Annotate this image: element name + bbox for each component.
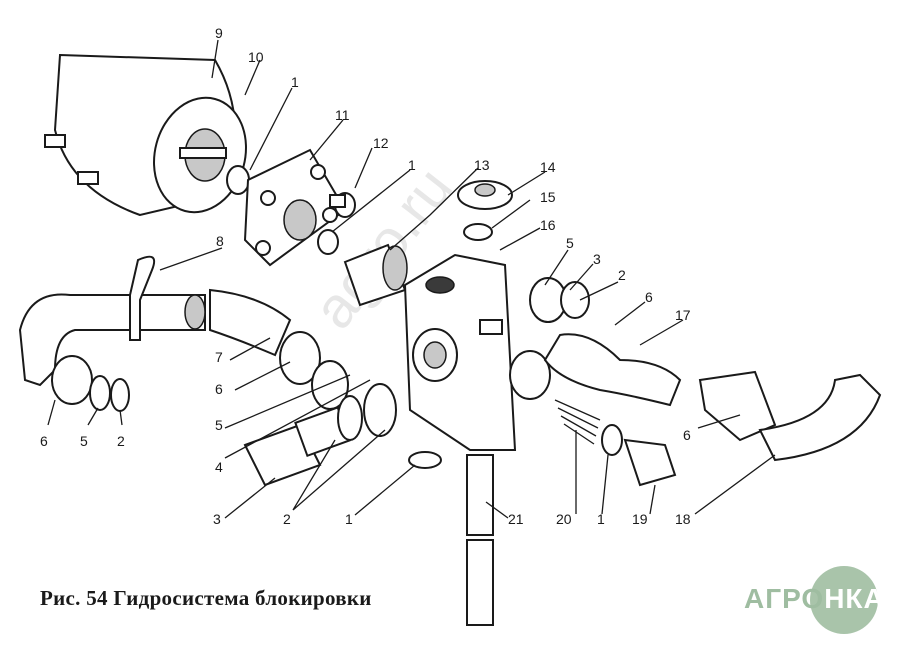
- part-ring-10: [226, 165, 250, 195]
- logo-circle: [810, 566, 878, 634]
- part-rod-21: [466, 454, 494, 626]
- callout-3: 3: [593, 251, 601, 267]
- callout-5: 5: [80, 433, 88, 449]
- callout-9: 9: [215, 25, 223, 41]
- callout-12: 12: [373, 135, 389, 151]
- callout-20: 20: [556, 511, 572, 527]
- callout-21: 21: [508, 511, 524, 527]
- part-ring-1d: [601, 424, 623, 456]
- part-ring-1c: [408, 451, 442, 469]
- callout-1: 1: [345, 511, 353, 527]
- part-ring-2b: [337, 395, 363, 441]
- callout-19: 19: [632, 511, 648, 527]
- leader-lines: [47, 39, 776, 519]
- callout-6: 6: [683, 427, 691, 443]
- part-right-fitting: [529, 277, 590, 323]
- part-flange-plate: [243, 148, 347, 267]
- callout-6: 6: [40, 433, 48, 449]
- callout-15: 15: [540, 189, 556, 205]
- callout-2: 2: [283, 511, 291, 527]
- part-fitting-6c: [51, 355, 93, 405]
- logo-text: АГРОНКА: [744, 583, 885, 615]
- callout-5: 5: [566, 235, 574, 251]
- callout-17: 17: [675, 307, 691, 323]
- callout-1: 1: [291, 74, 299, 90]
- part-fitting-13: [343, 243, 408, 307]
- callout-6: 6: [215, 381, 223, 397]
- part-plug-19: [623, 438, 677, 487]
- callout-5: 5: [215, 417, 223, 433]
- callout-14: 14: [540, 159, 556, 175]
- logo-text-left: АГРО: [744, 583, 825, 614]
- callout-1: 1: [408, 157, 416, 173]
- part-hose-7: [209, 288, 292, 357]
- callout-3: 3: [213, 511, 221, 527]
- part-ring-2c: [110, 378, 130, 412]
- callout-4: 4: [215, 459, 223, 475]
- callout-18: 18: [675, 511, 691, 527]
- callout-13: 13: [474, 157, 490, 173]
- callout-2: 2: [117, 433, 125, 449]
- agronka-logo: АГРОНКА: [744, 566, 884, 634]
- part-ring-15: [463, 223, 493, 241]
- callout-11: 11: [335, 107, 350, 123]
- callout-10: 10: [248, 49, 264, 65]
- part-hose-17: [543, 333, 682, 407]
- callout-8: 8: [216, 233, 224, 249]
- part-spring-20: [554, 399, 601, 445]
- part-cap-14: [457, 180, 513, 210]
- callout-1: 1: [597, 511, 605, 527]
- part-ring-1b: [317, 229, 339, 255]
- part-valve-body: [403, 253, 551, 451]
- part-bolt-12: [329, 192, 356, 218]
- part-cylinder-housing: [44, 53, 247, 217]
- part-washer-4: [363, 383, 397, 437]
- callout-16: 16: [540, 217, 556, 233]
- logo-text-right: НКА: [824, 583, 885, 614]
- part-hose-left: [18, 255, 206, 387]
- part-hose-18: [698, 370, 882, 462]
- figure-caption: Рис. 54 Гидросистема блокировки: [40, 586, 372, 610]
- part-ring-5c: [89, 375, 111, 411]
- callout-6: 6: [645, 289, 653, 305]
- callout-2: 2: [618, 267, 626, 283]
- callout-7: 7: [215, 349, 223, 365]
